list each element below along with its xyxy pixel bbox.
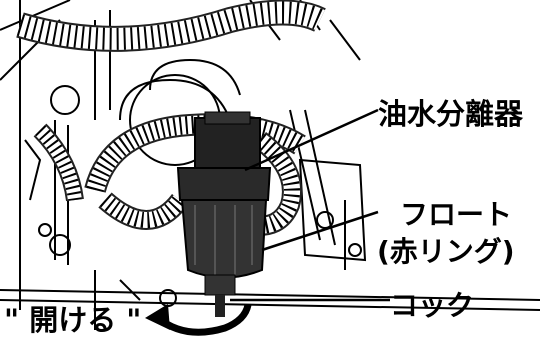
- cock-label: コック: [390, 289, 475, 322]
- separator-label: 油水分離器: [378, 97, 524, 131]
- separator-body: [176, 111, 272, 317]
- braided-hoses: [16, 0, 326, 236]
- float-leader: [261, 210, 379, 252]
- open-label: " 開ける ": [4, 303, 142, 337]
- open-arrow: [145, 304, 252, 336]
- leader-lines: [230, 108, 390, 302]
- float-label: フロート: [400, 198, 513, 231]
- separator-leader: [244, 108, 379, 172]
- float-ring-label: (赤リング): [377, 235, 515, 268]
